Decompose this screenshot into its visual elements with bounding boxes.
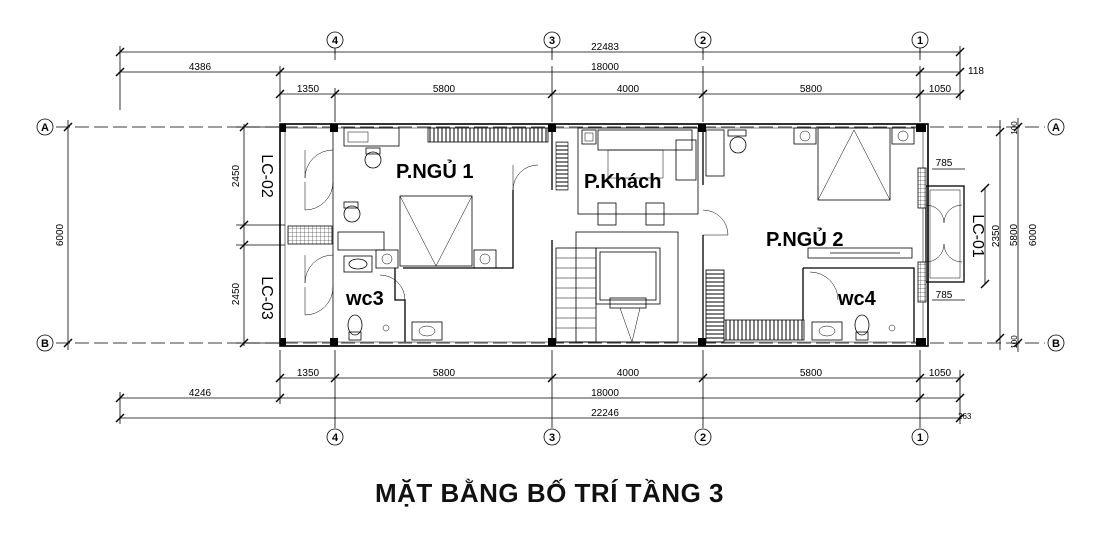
- room-label-living: P.Khách: [584, 171, 661, 193]
- axis-label-4-top: 4: [332, 35, 339, 47]
- axis-bubble-a-right: [1047, 118, 1065, 136]
- axis-bubble-1-top: [911, 31, 929, 49]
- dim-top-seg3: 4000: [617, 84, 640, 95]
- axis-label-2-top: 2: [700, 35, 706, 47]
- drawing-title: MẶT BẰNG BỐ TRÍ TẦNG 3: [375, 478, 724, 508]
- dim-right-balcony-bottom: 785: [936, 290, 953, 301]
- axis-label-4-bottom: 4: [332, 432, 339, 444]
- axis-markers-rows: A B A B: [36, 118, 1065, 352]
- axis-bubble-3-top: [543, 31, 561, 49]
- axis-markers-columns: 4 3 2 1 4 3 2 1: [326, 31, 929, 446]
- dim-right-inner: 5800: [1009, 223, 1020, 246]
- dim-right-top-small: 100: [1010, 121, 1019, 135]
- dim-left-lower: 2450: [231, 282, 242, 305]
- dimensions-bottom: 1350 5800 4000 5800 1050 4246 18000 2224…: [115, 350, 972, 428]
- axis-bubble-1-bottom: [911, 428, 929, 446]
- dim-bottom-seg4: 5800: [800, 368, 823, 379]
- dim-top-seg4: 5800: [800, 84, 823, 95]
- axis-label-3-bottom: 3: [549, 432, 555, 444]
- axis-label-a-right: A: [1052, 122, 1060, 134]
- dim-bottom-seg1: 1350: [297, 368, 320, 379]
- dim-top-left-offset: 4386: [189, 62, 212, 73]
- dim-top-main: 18000: [591, 62, 619, 73]
- axis-bubble-b-left: [36, 334, 54, 352]
- room-label-bedroom1: P.NGỦ 1: [396, 159, 473, 183]
- dim-bottom-seg3: 4000: [617, 368, 640, 379]
- dim-bottom-seg2: 5800: [433, 368, 456, 379]
- dim-bottom-seg5: 1050: [929, 368, 952, 379]
- axis-bubble-2-top: [694, 31, 712, 49]
- dim-bottom-right-offset: 263: [958, 412, 972, 421]
- axis-label-b-right: B: [1052, 338, 1060, 350]
- dim-top-right-offset: 118: [968, 66, 984, 77]
- axis-label-b-left: B: [41, 338, 49, 350]
- dim-bottom-main: 18000: [591, 388, 619, 399]
- axis-label-1-bottom: 1: [917, 432, 923, 444]
- axis-bubble-3-bottom: [543, 428, 561, 446]
- axis-bubble-a-left: [36, 118, 54, 136]
- room-label-wc3: wc3: [345, 288, 384, 310]
- window-label-lc03: LC-03: [258, 276, 275, 320]
- axis-label-3-top: 3: [549, 35, 555, 47]
- window-label-lc01: LC-01: [969, 214, 986, 258]
- dim-left-overall: 6000: [55, 223, 66, 246]
- axis-label-1-top: 1: [917, 35, 923, 47]
- room-label-bedroom2: P.NGỦ 2: [766, 227, 843, 251]
- axis-bubble-4-top: [326, 31, 344, 49]
- room-labels: P.NGỦ 1 P.Khách P.NGỦ 2 wc3 wc4: [345, 159, 877, 310]
- dim-right-overall: 6000: [1028, 223, 1039, 246]
- dim-top-seg5: 1050: [929, 84, 952, 95]
- dim-top-seg2: 5800: [433, 84, 456, 95]
- dim-top-overall: 22483: [591, 42, 619, 53]
- axis-label-2-bottom: 2: [700, 432, 706, 444]
- dim-top-seg1: 1350: [297, 84, 320, 95]
- furniture: [337, 127, 915, 343]
- dimensions-right: 6000 5800 2350 100 100 785 785 LC-01: [932, 118, 1039, 352]
- dim-bottom-overall: 22246: [591, 408, 619, 419]
- dim-left-upper: 2450: [231, 164, 242, 187]
- dim-right-bottom-small: 100: [1010, 335, 1019, 349]
- axis-bubble-b-right: [1047, 334, 1065, 352]
- dim-right-window: 2350: [991, 224, 1002, 247]
- dimensions-left: 6000 2450 2450 LC-02 LC-03: [55, 120, 285, 350]
- axis-label-a-left: A: [41, 122, 49, 134]
- axis-bubble-4-bottom: [326, 428, 344, 446]
- window-label-lc02: LC-02: [258, 154, 275, 198]
- dim-bottom-left-offset: 4246: [189, 388, 212, 399]
- dimensions-top: 22483 4386 18000 118 1350 5800 4000 5800…: [115, 42, 984, 122]
- room-label-wc4: wc4: [837, 288, 877, 310]
- right-balcony: [917, 167, 965, 303]
- axis-bubble-2-bottom: [694, 428, 712, 446]
- dim-right-balcony-top: 785: [936, 158, 953, 169]
